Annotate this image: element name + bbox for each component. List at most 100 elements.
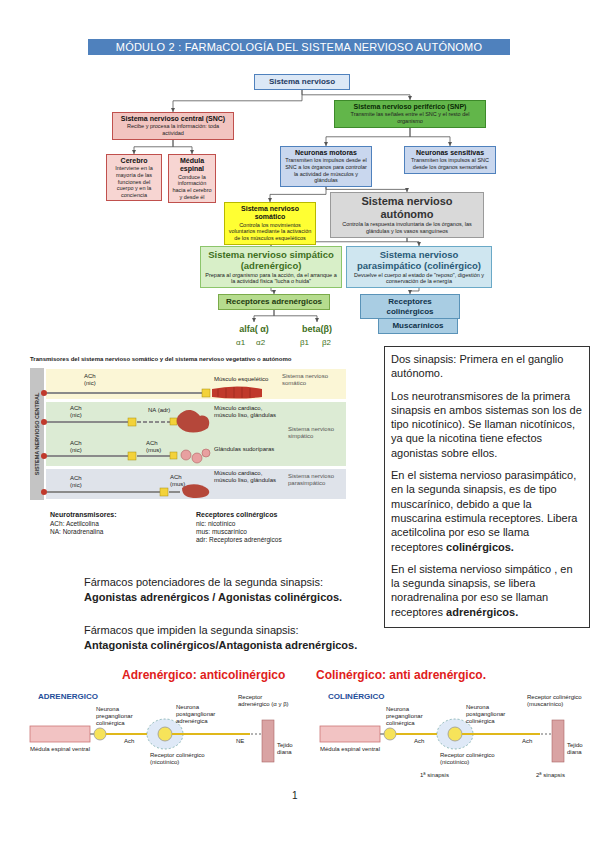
transmitter-figure [30,368,346,500]
connector [173,140,192,154]
key-heading: Receptores colinérgicos [196,511,336,519]
box-heading: Sistema nervioso simpático (adrenérgico) [204,249,338,272]
transmitter-label: ACh (mus) [146,440,172,454]
receptor-box: Receptores colinérgicos [360,294,460,319]
box-heading: Sistema nervioso parasimpático (colinérg… [350,249,488,272]
box-heading: Receptores adrenérgicos [222,297,326,307]
key-heading: Neurotransmisores: [50,511,170,519]
tissue-label: Músculo cardiaco, músculo liso, glándula… [214,405,284,419]
receptor-label: Receptor colinérgico (muscarínico) [527,694,583,708]
organ-box: Médula espinalConduce la información hac… [168,154,216,203]
tissue-label: Músculo esquelético [214,376,276,383]
synapse-label: 1ª sinapsis [420,772,470,779]
box-heading: Sistema nervioso autónomo [334,195,480,221]
organ-box: CerebroInterviene en la mayoría de las f… [106,154,162,201]
figure-title: COLINÉRGICO [328,692,408,701]
tissue-label: Tejido diana [277,742,303,756]
autonomic-box: Sistema nervioso autónomoControla la res… [330,192,484,238]
cord-label: Médula espinal ventral [30,746,92,753]
cns-box: Sistema nervioso central (SNC)Recibe y p… [112,112,234,140]
box-body: Conduce la información hacia el cerebro … [172,174,212,200]
transmitter-label: NA (adr) [148,407,172,414]
connector [326,128,410,146]
neuron-label: Neurona postganglionar colinérgica [466,704,528,725]
note-text: En el sistema nervioso simpático , en la… [391,562,583,619]
box-heading: Sistema nervioso somático [228,205,312,222]
box-body: Controla los movimientos voluntarios med… [228,222,312,242]
red-note: Colinérgico: anti adrenérgico. [316,669,516,683]
connector [274,310,317,322]
box-heading: Receptores colinérgicos [364,297,456,316]
connector [254,310,274,322]
key-item: nic: nicotínico [196,520,336,527]
drug-heading: Fármacos que impiden la segunda sinapsis… [84,624,374,637]
box-heading: Neuronas sensitivas [408,149,492,157]
tissue-label: Tejido diana [567,742,593,756]
receptor-label: Receptor colinérgico (nicotínico) [440,752,496,766]
drug-heading: Fármacos potenciadores de la segunda sin… [84,576,374,589]
box-body: Devuelve el cuerpo al estado de "reposo"… [350,272,488,285]
box-heading: Cerebro [110,157,158,165]
transmitter-label: Ach [124,738,144,745]
box-heading: Muscarínicos [382,321,454,331]
receptor-type: alfa( α) [232,322,276,337]
box-heading: Sistema nervioso [258,77,346,87]
key-item: ACh: Acetilcolina [50,520,170,527]
box-body: Prepara al organismo para la acción, da … [204,272,338,285]
key-item: adr: Receptores adrenérgicos [196,536,346,543]
box-body: Transmiten los impulsos al SNC desde los… [408,157,492,170]
transmitter-label: ACh (nic) [70,405,94,419]
key-item: mus: muscarínico [196,528,336,535]
subtype-label: α2 [256,338,270,347]
receptor-type: Muscarínicos [378,318,458,334]
cord-label: Médula espinal ventral [320,746,382,753]
drug-class: Agonistas adrenérgicos / Agonistas colin… [84,591,374,604]
system-label: Sistema nervioso simpático [288,426,344,440]
system-label: Sistema nervioso somático [282,373,344,387]
transmitter-label: ACh (nic) [70,440,94,454]
tissue-label: Glándulas sudoríparas [214,446,278,453]
transmitter-label: ACh (nic) [84,373,108,387]
neuron-box: Neuronas motorasTransmiten los impulsos … [280,146,372,187]
band-label: SISTEMA NERVIOSO CENTRAL [34,374,40,494]
transmitter-label: ACh (nic) [70,475,94,489]
box-heading: Médula espinal [172,157,212,174]
receptor-label: Receptor colinérgico (nicotínico) [150,752,206,766]
root-box: Sistema nervioso [254,74,350,90]
box-body: Transmiten los impulsos desde el SNC a l… [284,157,368,183]
box-body: Recibe y procesa la información: toda ac… [116,123,230,136]
figure-title: ADRENERGICO [38,692,118,701]
subtype-label: β2 [322,338,336,347]
system-label: Sistema nervioso parasimpático [288,473,344,487]
connector [302,90,410,100]
subtype-label: β1 [300,338,314,347]
note-text: Los neurotransmisores de la primera sina… [391,389,583,460]
box-heading: Sistema nervioso periférico (SNP) [338,103,482,111]
neuron-label: Neurona postganglionar adrenérgica [176,704,238,725]
box-body: Transmite las señales entre el SNC y el … [338,111,482,124]
note-text: Dos sinapsis: Primera en el ganglio autó… [391,352,583,381]
tissue-label: Músculo cardiaco, músculo liso, glándula… [214,470,284,484]
box-body: Controla la respuesta involuntaria de lo… [334,221,480,234]
somatic-box: Sistema nervioso somáticoControla los mo… [224,202,316,245]
connector [270,187,326,202]
box-heading: beta(β) [297,324,337,335]
connector [407,238,419,246]
pns-box: Sistema nervioso periférico (SNP)Transmi… [334,100,486,128]
receptor-type: beta(β) [294,322,340,337]
note-box: Dos sinapsis: Primera en el ganglio autó… [384,346,590,628]
transmitter-label: Ach [414,738,434,745]
page-title: MÓDULO 2 : FARMaCOLOGÍA DEL SISTEMA NERV… [88,39,510,55]
receptor-label: Receptor adrenérgico (α y β) [238,694,294,708]
connector [173,90,302,112]
sympathetic-box: Sistema nervioso simpático (adrenérgico)… [200,246,342,288]
transmitter-label: NE [236,738,256,745]
box-heading: Neuronas motoras [284,149,368,157]
connector [134,140,173,154]
box-heading: Sistema nervioso central (SNC) [116,115,230,123]
note-text: colinérgicos. [446,541,514,553]
box-heading: alfa( α) [235,324,273,335]
transmitter-label: Ach [522,738,542,745]
